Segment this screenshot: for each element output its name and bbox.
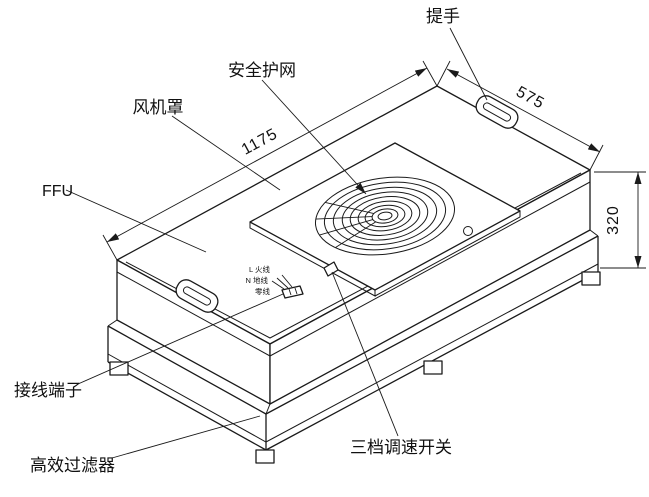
dim-line: [446, 68, 601, 153]
handle-left-slot: [182, 286, 212, 306]
ffu-leader: [65, 189, 207, 253]
housing-front-seam: [116, 181, 591, 357]
terminal-body: [281, 285, 304, 299]
hepa-leader: [111, 415, 261, 459]
hepa-label: 高效过滤器: [30, 456, 115, 475]
filter-step-right: [589, 229, 599, 237]
hepa-filter-box: [107, 229, 601, 464]
terminal-leader: [77, 293, 284, 385]
dim-length-text: 1175: [239, 125, 281, 158]
wire-label-live: L 火线: [249, 264, 270, 274]
handle-label: 提手: [426, 7, 460, 26]
filter-band-line: [107, 263, 599, 443]
terminal-wires: [271, 274, 293, 290]
filter-step-left: [107, 319, 118, 327]
filter-foot-right: [581, 271, 601, 286]
handle-left: [175, 279, 219, 313]
handle-left-body: [175, 279, 219, 313]
wire-label-ground: 零线: [255, 286, 270, 296]
fan-cover-leader: [171, 115, 281, 191]
dim-height-text: 320: [605, 205, 622, 235]
terminal-block: L 火线 N 地线 零线: [246, 264, 304, 299]
motor-cap-bolt: [463, 226, 473, 236]
speed-switch-body: [323, 261, 339, 277]
dim-width-text: 575: [513, 83, 547, 112]
filter-foot-mid: [423, 360, 443, 375]
fan-cover-label: 风机罩: [133, 98, 184, 117]
terminal-screws: [288, 287, 298, 296]
filter-foot-left: [109, 361, 129, 376]
speed-switch-label: 三档调速开关: [350, 438, 452, 457]
ffu-label: FFU: [42, 183, 73, 200]
dimension-height-320: 320: [594, 171, 646, 269]
filter-step-front: [265, 403, 271, 415]
dim-line: [106, 67, 428, 243]
dim-ext-lines: [436, 60, 604, 171]
filter-foot-front: [255, 449, 275, 464]
dim-ext-lines: [102, 60, 438, 261]
callout-labels: 提手 安全护网 风机罩 FFU 接线端子 高效过滤器 三档调速开关: [14, 7, 460, 475]
safety-net-label: 安全护网: [228, 61, 296, 80]
leader-lines: [65, 27, 488, 459]
speed-switch: [323, 261, 339, 277]
safety-net-leader: [261, 79, 367, 195]
wire-label-neutral: N 地线: [246, 275, 269, 285]
speed-switch-leader: [331, 271, 399, 437]
terminal-label: 接线端子: [14, 381, 82, 400]
handle-leader: [449, 27, 488, 101]
